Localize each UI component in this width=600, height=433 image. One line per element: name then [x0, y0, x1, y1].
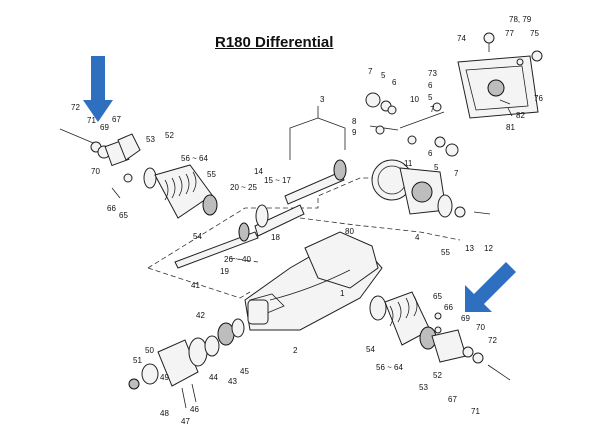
part-label: 66	[444, 303, 453, 312]
guide-line-mid	[299, 217, 461, 241]
part-label: 48	[160, 409, 169, 418]
drive-shaft	[174, 159, 347, 269]
part-label: 2	[293, 346, 298, 355]
part-label: 5	[428, 93, 433, 102]
part-label: 55	[441, 248, 450, 257]
part-label: 11	[404, 159, 413, 168]
part-label: 46	[190, 405, 199, 414]
pinion-mate-gears	[365, 92, 459, 157]
part-label: 70	[91, 167, 100, 176]
part-label: 52	[165, 131, 174, 140]
part-label: 56 ~ 64	[181, 154, 208, 163]
lower-right-side-assembly	[369, 291, 511, 381]
part-label: 7	[430, 105, 435, 114]
part-label: 74	[457, 34, 466, 43]
part-label: 42	[196, 311, 205, 320]
part-label: 80	[345, 227, 354, 236]
part-label: 77	[505, 29, 514, 38]
part-label: 7	[454, 169, 459, 178]
part-label: 6	[428, 81, 433, 90]
part-label: 67	[112, 115, 121, 124]
part-label: 72	[488, 336, 497, 345]
part-label: 43	[228, 377, 237, 386]
part-label: 7	[368, 67, 373, 76]
part-label: 76	[534, 94, 543, 103]
part-label: 14	[254, 167, 263, 176]
part-label: 9	[352, 128, 357, 137]
part-label: 78, 79	[509, 15, 532, 24]
part-label: 67	[448, 395, 457, 404]
part-label: 82	[516, 111, 525, 120]
callout-arrow-upper-left	[83, 56, 113, 122]
part-label: 19	[220, 267, 229, 276]
part-label: 6	[428, 149, 433, 158]
lower-left-flange-assembly	[128, 318, 245, 409]
part-label: 53	[146, 135, 155, 144]
left-side-housing	[143, 164, 218, 219]
part-label: 47	[181, 417, 190, 426]
part-label: 3	[320, 95, 325, 104]
part-label: 12	[484, 244, 493, 253]
part-label: 54	[366, 345, 375, 354]
part-label: 41	[191, 281, 200, 290]
part-label: 5	[381, 71, 386, 80]
part-label: 8	[352, 117, 357, 126]
part-label: 6	[392, 78, 397, 87]
part-label: 53	[419, 383, 428, 392]
part-label: 72	[71, 103, 80, 112]
ring-gear-carrier	[371, 159, 491, 218]
part-label: 73	[428, 69, 437, 78]
leader-3b	[317, 117, 346, 150]
upper-left-flange-assembly	[59, 128, 141, 199]
part-label: 56 ~ 64	[376, 363, 403, 372]
part-label: 10	[410, 95, 419, 104]
part-label: 66	[107, 204, 116, 213]
leader-3	[289, 106, 319, 160]
part-label: 69	[461, 314, 470, 323]
diagram-title: R180 Differential	[215, 34, 334, 51]
part-label: 44	[209, 373, 218, 382]
part-label: 65	[119, 211, 128, 220]
part-label: 50	[145, 346, 154, 355]
guide-line-small	[229, 257, 259, 263]
part-label: 55	[207, 170, 216, 179]
part-label: 49	[160, 373, 169, 382]
part-label: 69	[100, 123, 109, 132]
part-label: 20 ~ 25	[230, 183, 257, 192]
guide-line-left	[147, 267, 251, 299]
part-label: 13	[465, 244, 474, 253]
part-label: 45	[240, 367, 249, 376]
part-label: 1	[340, 289, 345, 298]
part-label: 52	[433, 371, 442, 380]
part-label: 26 ~ 40	[224, 255, 251, 264]
part-label: 5	[434, 163, 439, 172]
part-label: 71	[87, 116, 96, 125]
differential-housing	[244, 231, 383, 331]
part-label: 4	[415, 233, 420, 242]
rear-cover	[457, 32, 543, 119]
part-label: 81	[506, 123, 515, 132]
part-label: 54	[193, 232, 202, 241]
part-label: 65	[433, 292, 442, 301]
part-label: 71	[471, 407, 480, 416]
part-label: 75	[530, 29, 539, 38]
callout-arrow-lower-right	[465, 262, 516, 312]
guide-line-upper	[147, 177, 420, 269]
part-label: 15 ~ 17	[264, 176, 291, 185]
part-label: 51	[133, 356, 142, 365]
part-label: 70	[476, 323, 485, 332]
part-label: 18	[271, 233, 280, 242]
